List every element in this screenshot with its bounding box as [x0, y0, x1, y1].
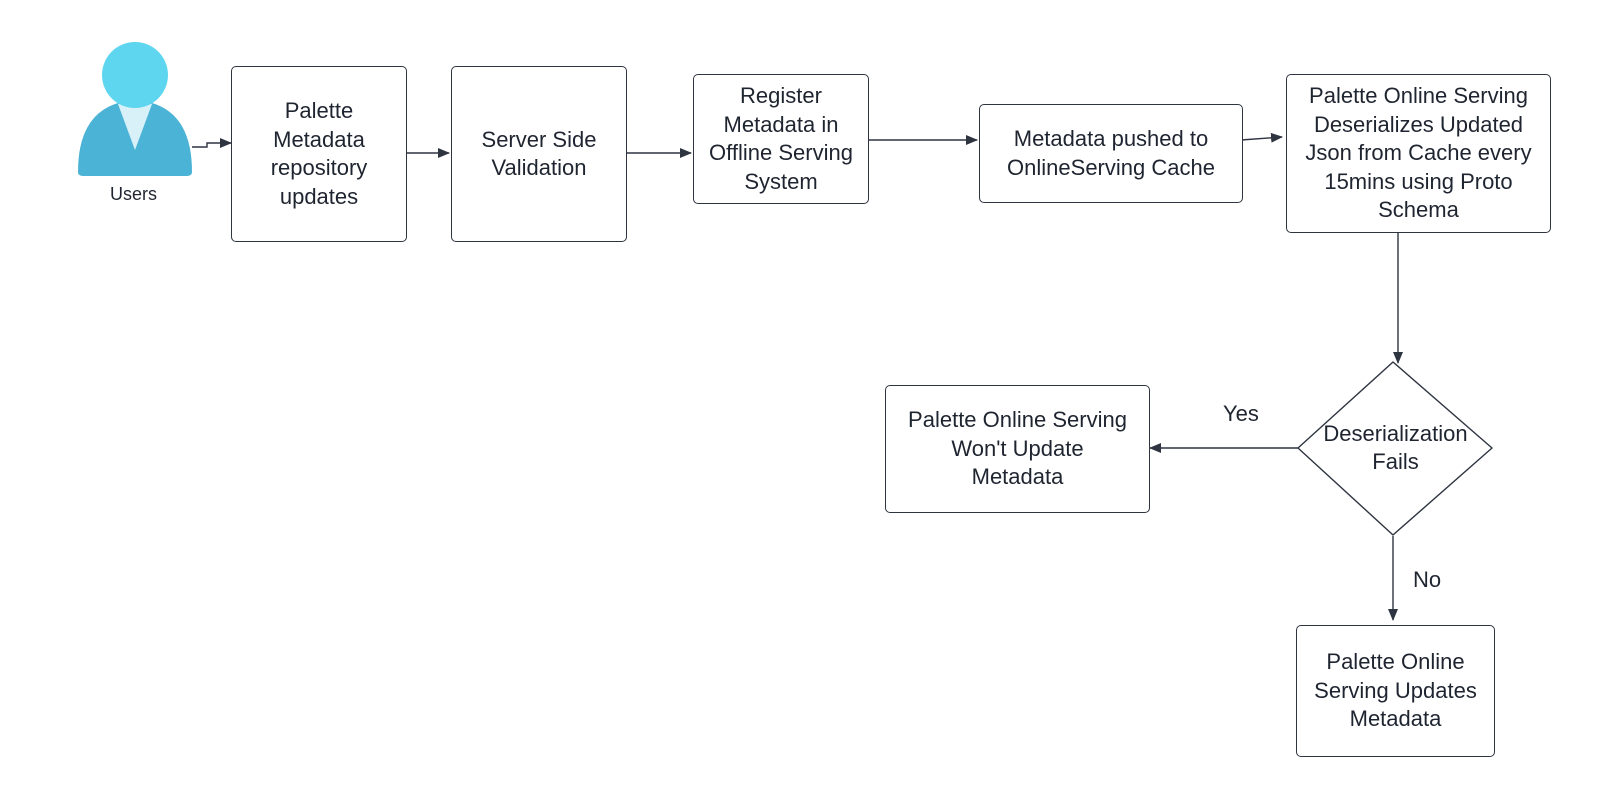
deserialize-box: Palette Online Serving Deserializes Upda…	[1286, 74, 1551, 233]
register-offline-box: Register Metadata in Offline Serving Sys…	[693, 74, 869, 204]
repo-updates-box: Palette Metadata repository updates	[231, 66, 407, 242]
user-icon	[78, 42, 192, 176]
decision-text: Deserialization Fails	[1323, 420, 1468, 475]
no-update-box: Palette Online Serving Won't Update Meta…	[885, 385, 1150, 513]
server-validation-box: Server Side Validation	[451, 66, 627, 242]
user-icon-collar	[118, 104, 152, 150]
user-icon-head	[102, 42, 168, 108]
decision-diamond	[1297, 361, 1493, 536]
no-label: No	[1413, 567, 1442, 592]
push-cache-box: Metadata pushed to OnlineServing Cache	[979, 104, 1243, 203]
yes-label: Yes	[1223, 401, 1259, 426]
updates-box: Palette Online Serving Updates Metadata	[1296, 625, 1495, 757]
arrow-cache-to-deserialize	[1240, 132, 1283, 143]
users-label: Users	[110, 184, 158, 204]
arrow-users-to-repo	[192, 138, 232, 148]
